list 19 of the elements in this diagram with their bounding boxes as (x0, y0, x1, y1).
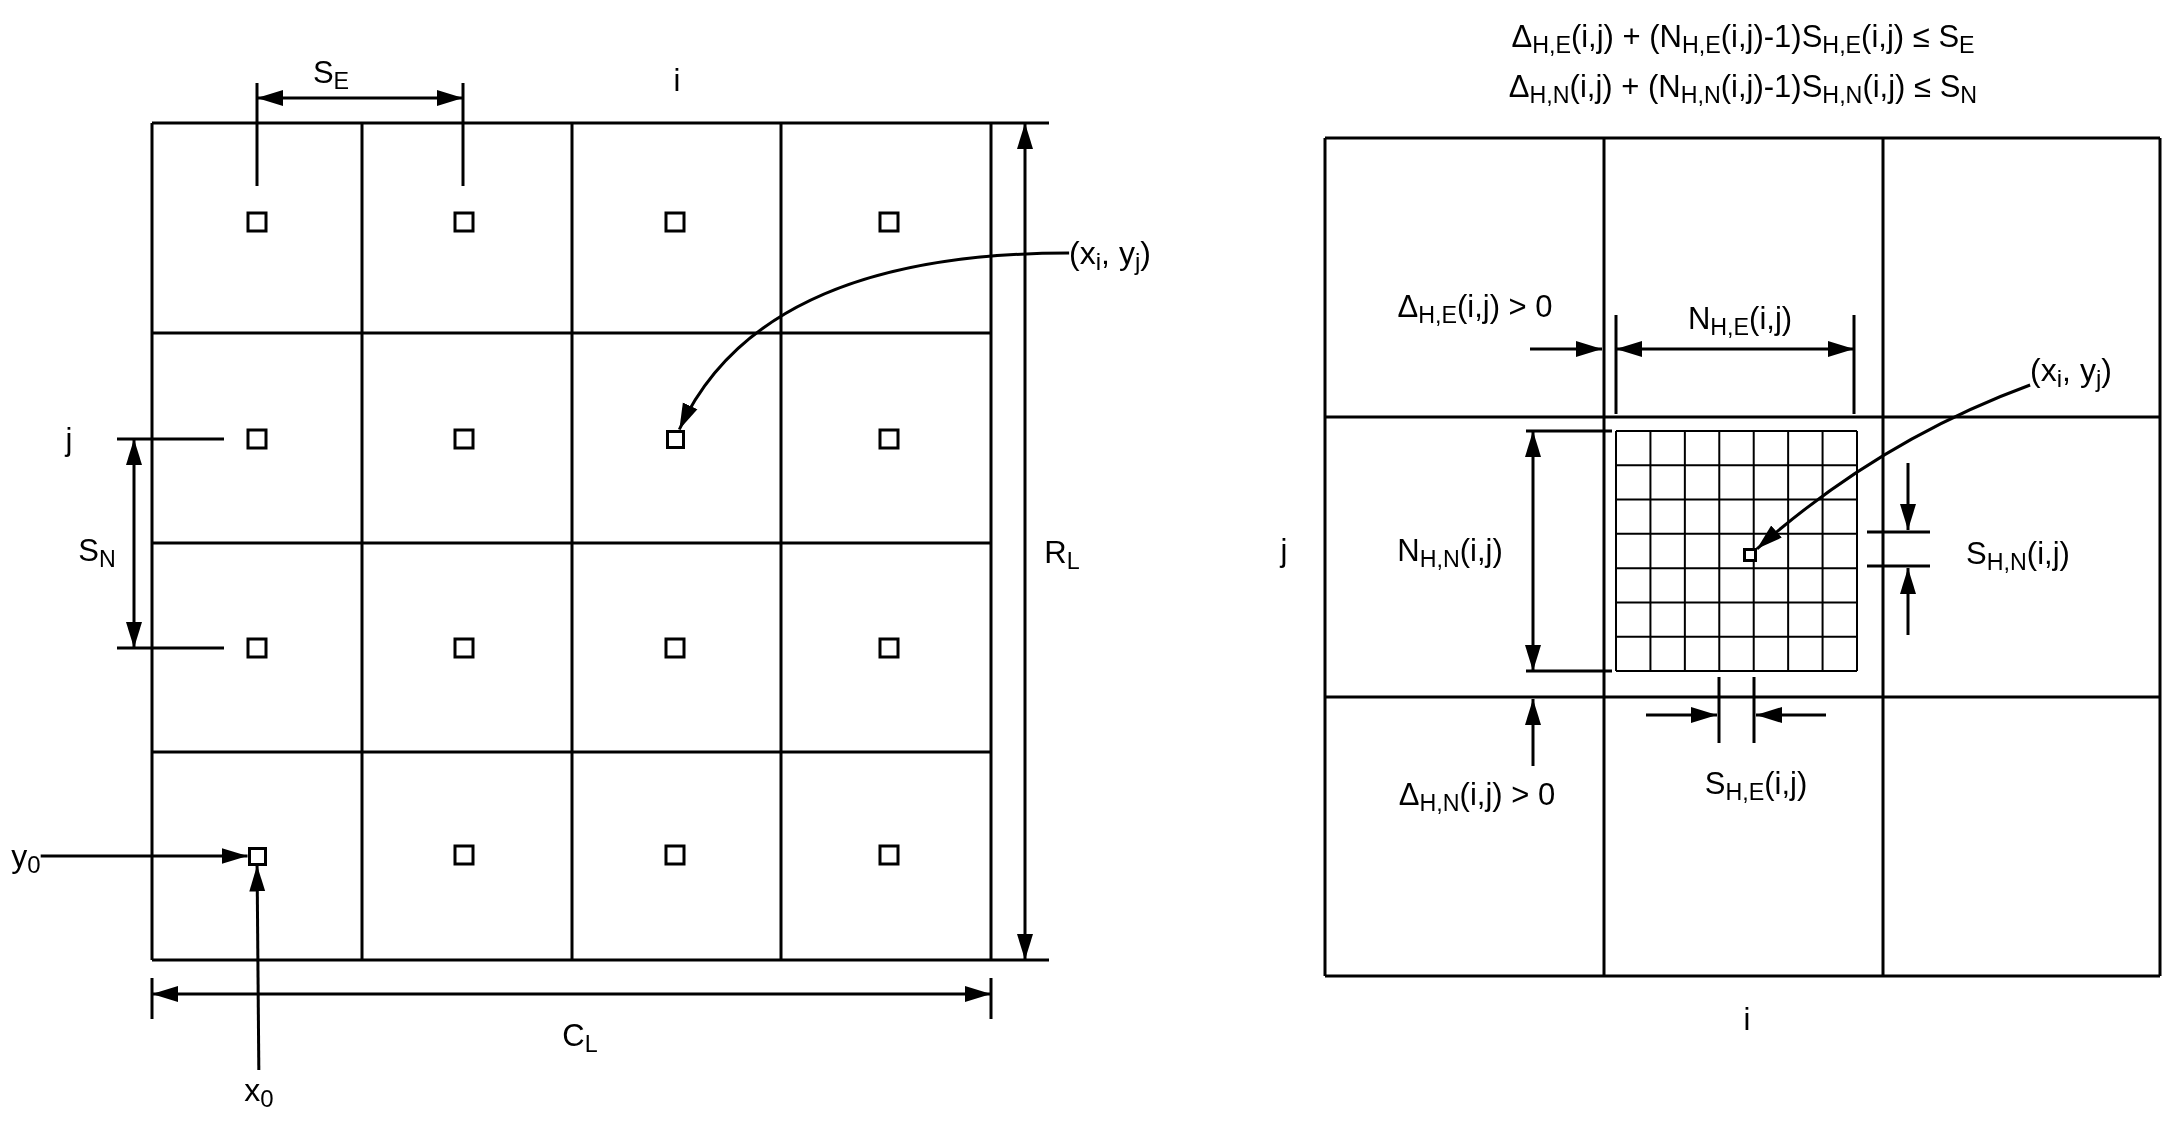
dimension-label: i (673, 64, 681, 96)
grid-point-marker (247, 846, 267, 866)
dimension-label: j (65, 423, 73, 455)
dimension-label: i (1743, 1003, 1751, 1035)
point-label: (x$_{i}$, y$_{j}$) (1069, 233, 1151, 273)
dimension-label: j (1280, 534, 1288, 566)
grid-point-marker (1743, 548, 1757, 562)
dimension-label: C$_{L}$ (562, 1019, 598, 1051)
point-label: x$_{0}$ (244, 1070, 274, 1110)
leader-arrow (249, 865, 266, 1070)
dimension-label: S$_{E}$ (312, 56, 350, 88)
dimension-label: R$_{L}$ (1044, 536, 1080, 568)
leader-arrow (1756, 383, 2031, 550)
grid-point-marker (665, 429, 685, 449)
point-label: (x$_{i}$, y$_{j}$) (2030, 350, 2112, 390)
leader-arrow (40, 848, 248, 864)
dimension-label: S$_{N}$ (78, 534, 116, 566)
point-label: y$_{0}$ (11, 836, 41, 876)
leader-arrow (678, 251, 1070, 431)
